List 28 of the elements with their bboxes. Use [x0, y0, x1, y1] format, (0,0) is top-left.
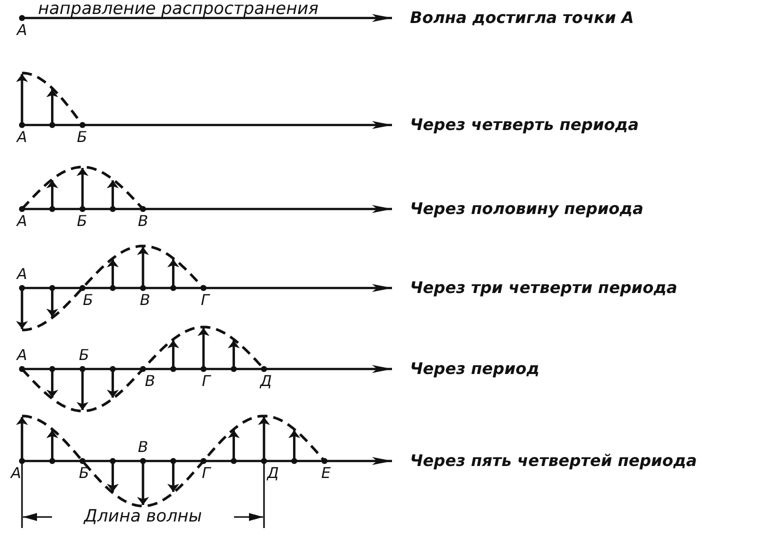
caption-text: Через пять четвертей периода [410, 452, 697, 470]
caption-text: Через период [410, 360, 540, 378]
point-label: Д [267, 465, 279, 482]
point-label: Б [76, 213, 88, 230]
point-label: А [10, 465, 22, 482]
point-label: В [138, 439, 148, 456]
direction-label: направление распространения [38, 0, 319, 19]
caption-text: Через половину периода [410, 200, 644, 218]
caption-text: Через четверть периода [410, 116, 639, 134]
point-label: Е [321, 465, 331, 482]
point-label: Г [202, 465, 210, 482]
point-label: Г [202, 373, 210, 390]
point-label: Б [82, 292, 94, 308]
point-label: В [140, 292, 150, 308]
point-label: А [16, 129, 28, 146]
caption-text: Волна достигла точки А [410, 9, 634, 27]
point-label: А [16, 213, 28, 230]
point-label: В [138, 213, 148, 230]
point-label: Г [200, 292, 210, 308]
point-label: Б [76, 129, 88, 146]
point-label: А [16, 266, 28, 282]
point-label: А [16, 347, 28, 364]
point-label: Д [260, 373, 272, 390]
point-label: А [16, 22, 28, 38]
caption-text: Через три четверти периода [410, 279, 678, 297]
point-label: Б [78, 465, 90, 482]
point-label: В [144, 373, 156, 390]
point-label: Б [78, 347, 90, 364]
